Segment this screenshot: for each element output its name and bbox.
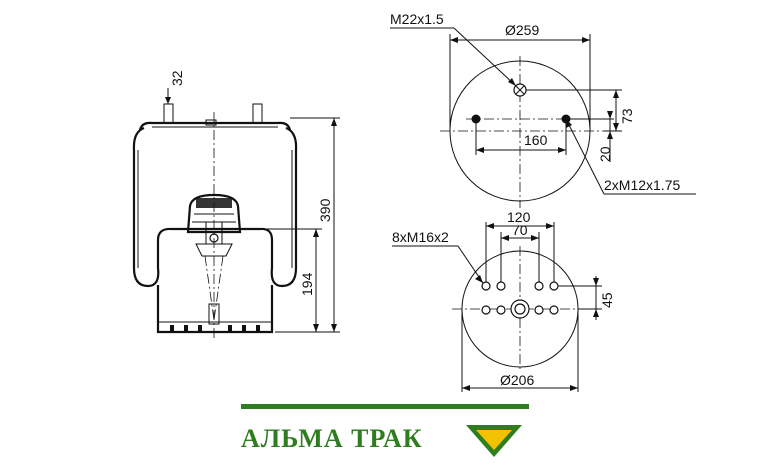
bottom-plate-view: 120 70 8xM16x2 45 [392, 209, 615, 392]
top-plate [138, 121, 292, 131]
bellows [132, 126, 298, 288]
dim-offset-b-label: 20 [597, 146, 613, 162]
dim-top-diameter: Ø259 [449, 22, 591, 131]
chevron-down-icon [466, 425, 522, 457]
dim-offset-a: 73 [526, 89, 635, 132]
brand-name: АЛЬМА ТРАК [241, 424, 423, 453]
dim-offset-label: 45 [599, 292, 615, 308]
dim-offset-b: 20 [570, 111, 614, 162]
mounting-holes [481, 281, 559, 315]
dim-stud-spacing: 160 [475, 119, 567, 155]
left-stud [163, 103, 174, 124]
piston-base [157, 321, 273, 333]
dim-stud: 32 [165, 70, 185, 104]
air-thread-callout: M22x1.5 [390, 11, 517, 87]
bolt-thread-label: 8xM16x2 [392, 229, 449, 245]
bump-stop [186, 193, 242, 234]
dim-piston: 194 [242, 228, 322, 332]
dim-offset-a-label: 73 [619, 108, 635, 124]
dim-offset: 45 [558, 276, 615, 320]
dim-spacing-outer: 120 [485, 209, 555, 282]
stud-thread-callout: 2xM12x1.75 [565, 118, 696, 195]
dim-spacing-inner: 70 [500, 222, 540, 282]
dim-stud-spacing-label: 160 [524, 132, 548, 148]
dim-spacing-outer-label: 120 [507, 209, 531, 225]
brand-logo: АЛЬМА ТРАК [241, 404, 529, 466]
brand-rule [241, 404, 529, 409]
top-plate-view: Ø259 M22x1.5 160 73 [390, 11, 696, 208]
air-thread-label: M22x1.5 [390, 11, 444, 27]
dim-stud-label: 32 [169, 70, 185, 86]
right-stud [252, 103, 263, 124]
piston [156, 285, 274, 334]
stud-thread-label: 2xM12x1.75 [604, 177, 680, 193]
dim-spacing-inner-label: 70 [512, 222, 528, 238]
side-view: 32 390 194 [132, 70, 340, 340]
dim-height-label: 390 [317, 198, 333, 222]
dim-height: 390 [275, 117, 340, 333]
dim-bottom-diameter-label: Ø206 [500, 372, 534, 388]
bolt-thread-callout: 8xM16x2 [392, 229, 484, 284]
dim-bottom-diameter: Ø206 [461, 309, 579, 392]
dim-piston-label: 194 [299, 272, 315, 296]
dim-top-diameter-label: Ø259 [505, 22, 539, 38]
